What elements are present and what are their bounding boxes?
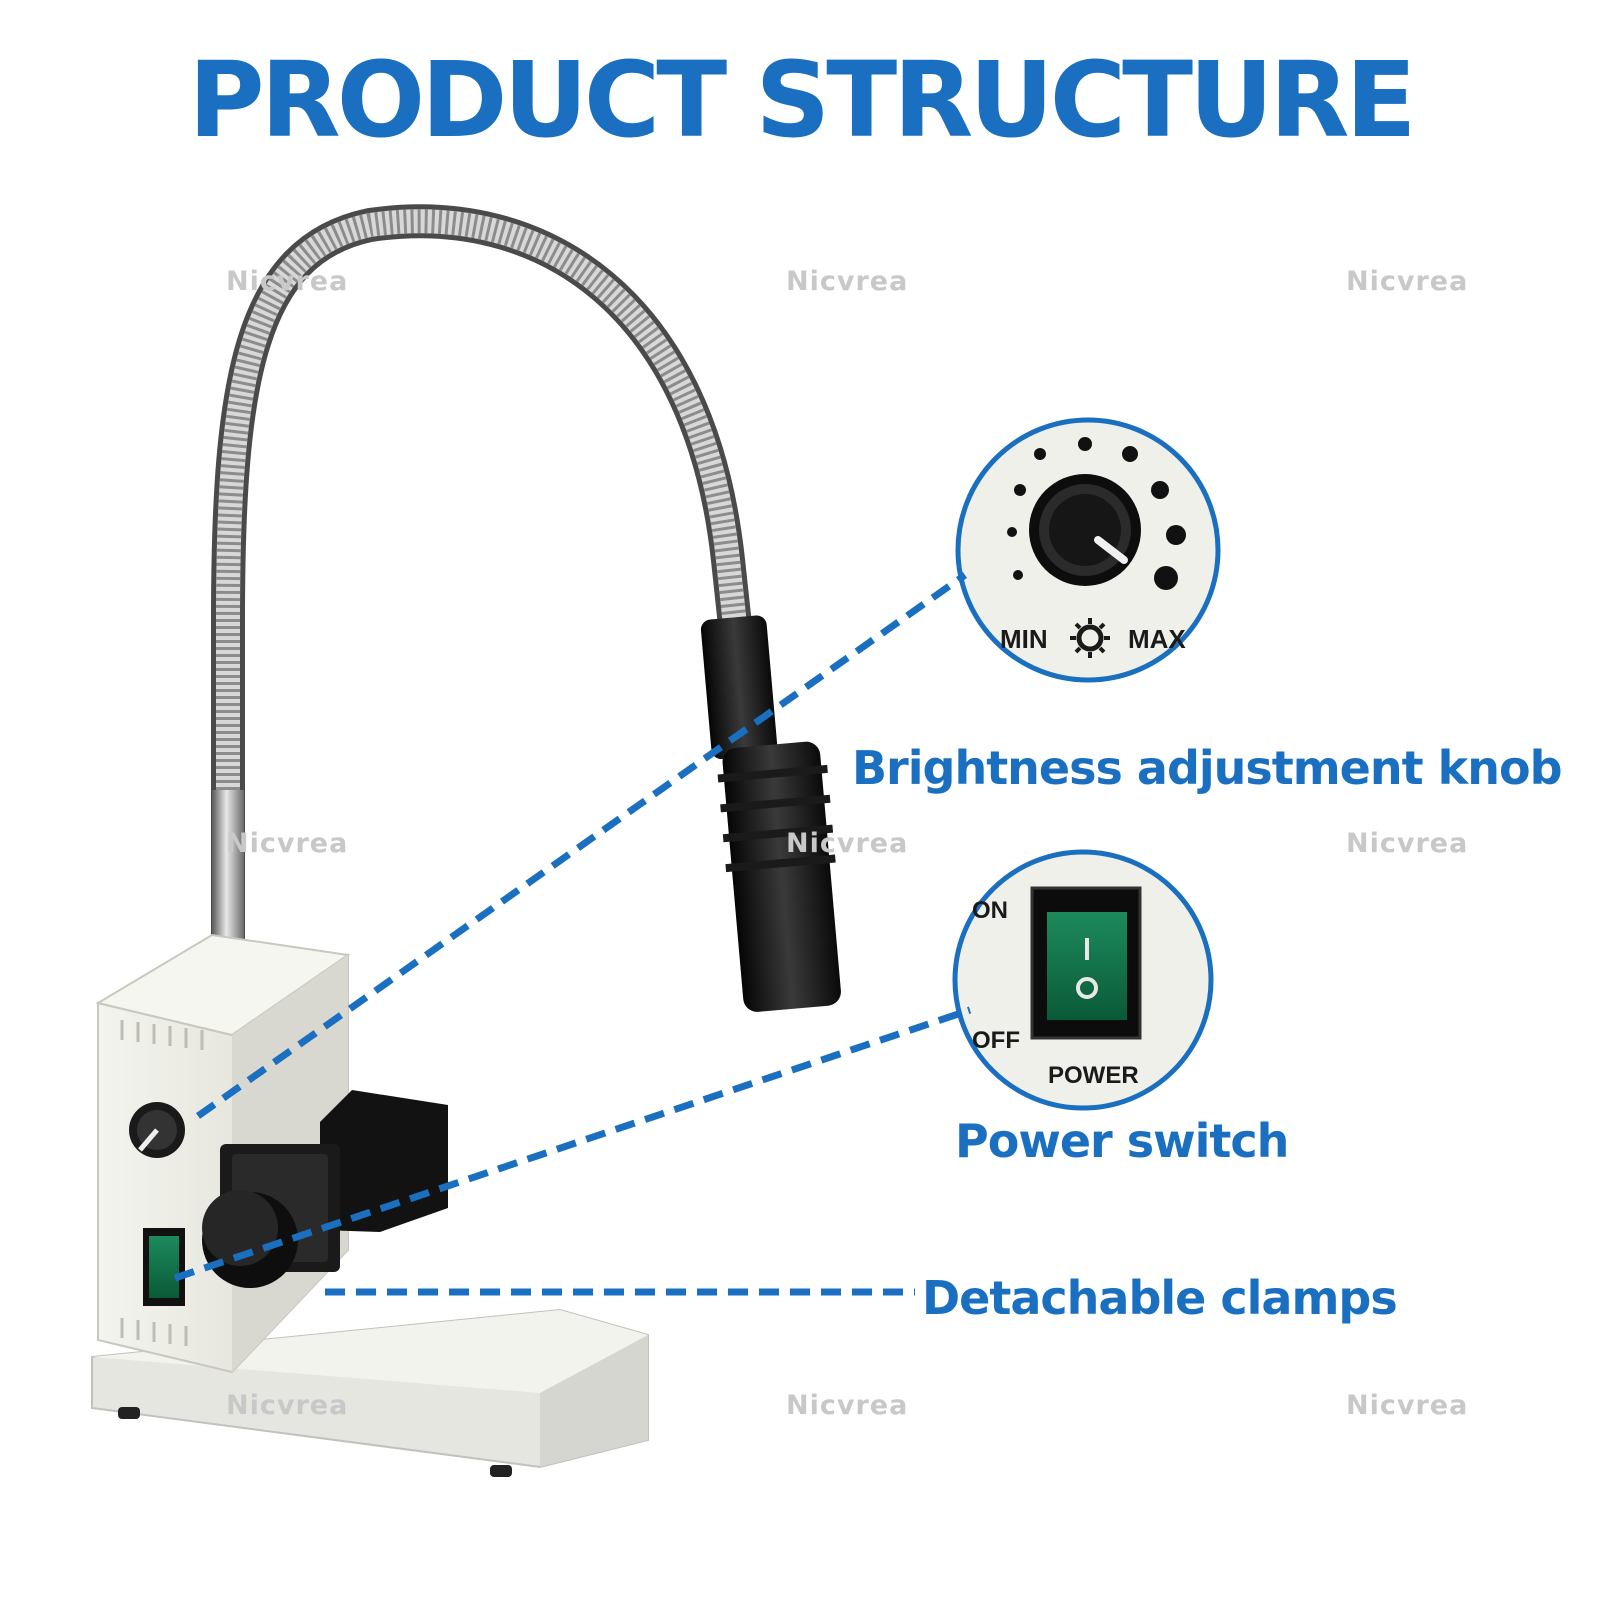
callout-lines [173, 572, 972, 1296]
small-knob [129, 1102, 185, 1158]
power-switch-label: Power switch [955, 1114, 1289, 1168]
watermark: Nicvrea [1346, 828, 1469, 859]
min-label: MIN [1000, 624, 1048, 654]
watermark: Nicvrea [786, 1390, 909, 1421]
watermark: Nicvrea [786, 828, 909, 859]
brightness-inset: MIN MAX [955, 417, 1221, 683]
detachable-clamps-label: Detachable clamps [922, 1271, 1398, 1325]
off-label: OFF [972, 1027, 1020, 1054]
clamp-block [202, 1090, 448, 1288]
small-switch [143, 1228, 185, 1306]
brightness-leader [195, 572, 968, 1119]
max-label: MAX [1128, 624, 1186, 654]
lamp-head [700, 615, 841, 1012]
power-leader [173, 1006, 972, 1282]
watermark: Nicvrea [1346, 266, 1469, 297]
watermark: Nicvrea [226, 266, 349, 297]
on-label: ON [972, 897, 1008, 924]
sun-icon [1070, 618, 1110, 658]
watermark: Nicvrea [226, 1390, 349, 1421]
switch-caption: POWER [1048, 1062, 1139, 1089]
watermark: Nicvrea [1346, 1390, 1469, 1421]
watermark: Nicvrea [226, 828, 349, 859]
power-inset: ON OFF POWER [952, 849, 1214, 1111]
brightness-knob-label: Brightness adjustment knob [852, 741, 1563, 795]
page-title: PRODUCT STRUCTURE [188, 39, 1416, 161]
watermark: Nicvrea [786, 266, 909, 297]
